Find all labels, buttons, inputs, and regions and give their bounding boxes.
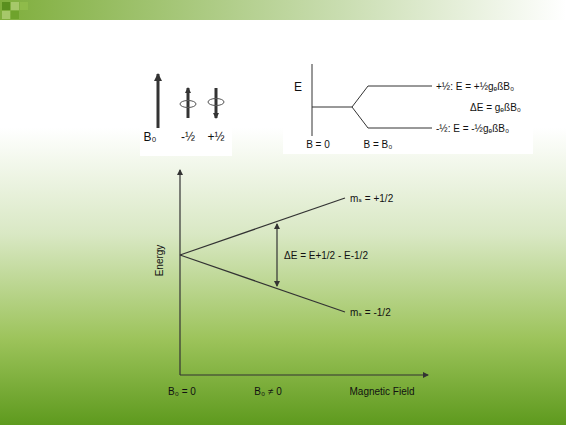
tick-label: B₀ = 0 [168, 386, 196, 397]
delta-label: ΔE = E+1/2 - E-1/2 [284, 250, 368, 261]
level-panel [283, 58, 533, 154]
axis-label: Energy [155, 244, 166, 276]
spin-down-symbol [208, 88, 224, 118]
delta-label: ΔE = gₑßB₀ [470, 102, 521, 113]
energy-graph [180, 170, 428, 375]
axis-label: E [294, 81, 302, 94]
field-label: B₀ [144, 131, 157, 144]
level-diagram [312, 64, 432, 136]
field-label: B = 0 [306, 139, 330, 150]
header-bar [0, 0, 566, 20]
level-label: mₛ = -1/2 [350, 307, 391, 318]
level-label: mₛ = +1/2 [350, 193, 393, 204]
field-arrow [157, 74, 160, 128]
tick-label: B₀ ≠ 0 [254, 386, 281, 397]
corner-squares [2, 2, 28, 19]
field-label: B = B₀ [364, 139, 393, 150]
axis-label: Magnetic Field [349, 386, 414, 397]
spin-up-symbol [180, 88, 196, 118]
spin-label: +½ [207, 131, 224, 144]
level-label: +½: E = +½gₑßB₀ [436, 81, 514, 92]
spin-label: -½ [181, 131, 195, 144]
spin-panel [140, 68, 232, 156]
level-label: -½: E = -½gₑßB₀ [436, 123, 509, 134]
